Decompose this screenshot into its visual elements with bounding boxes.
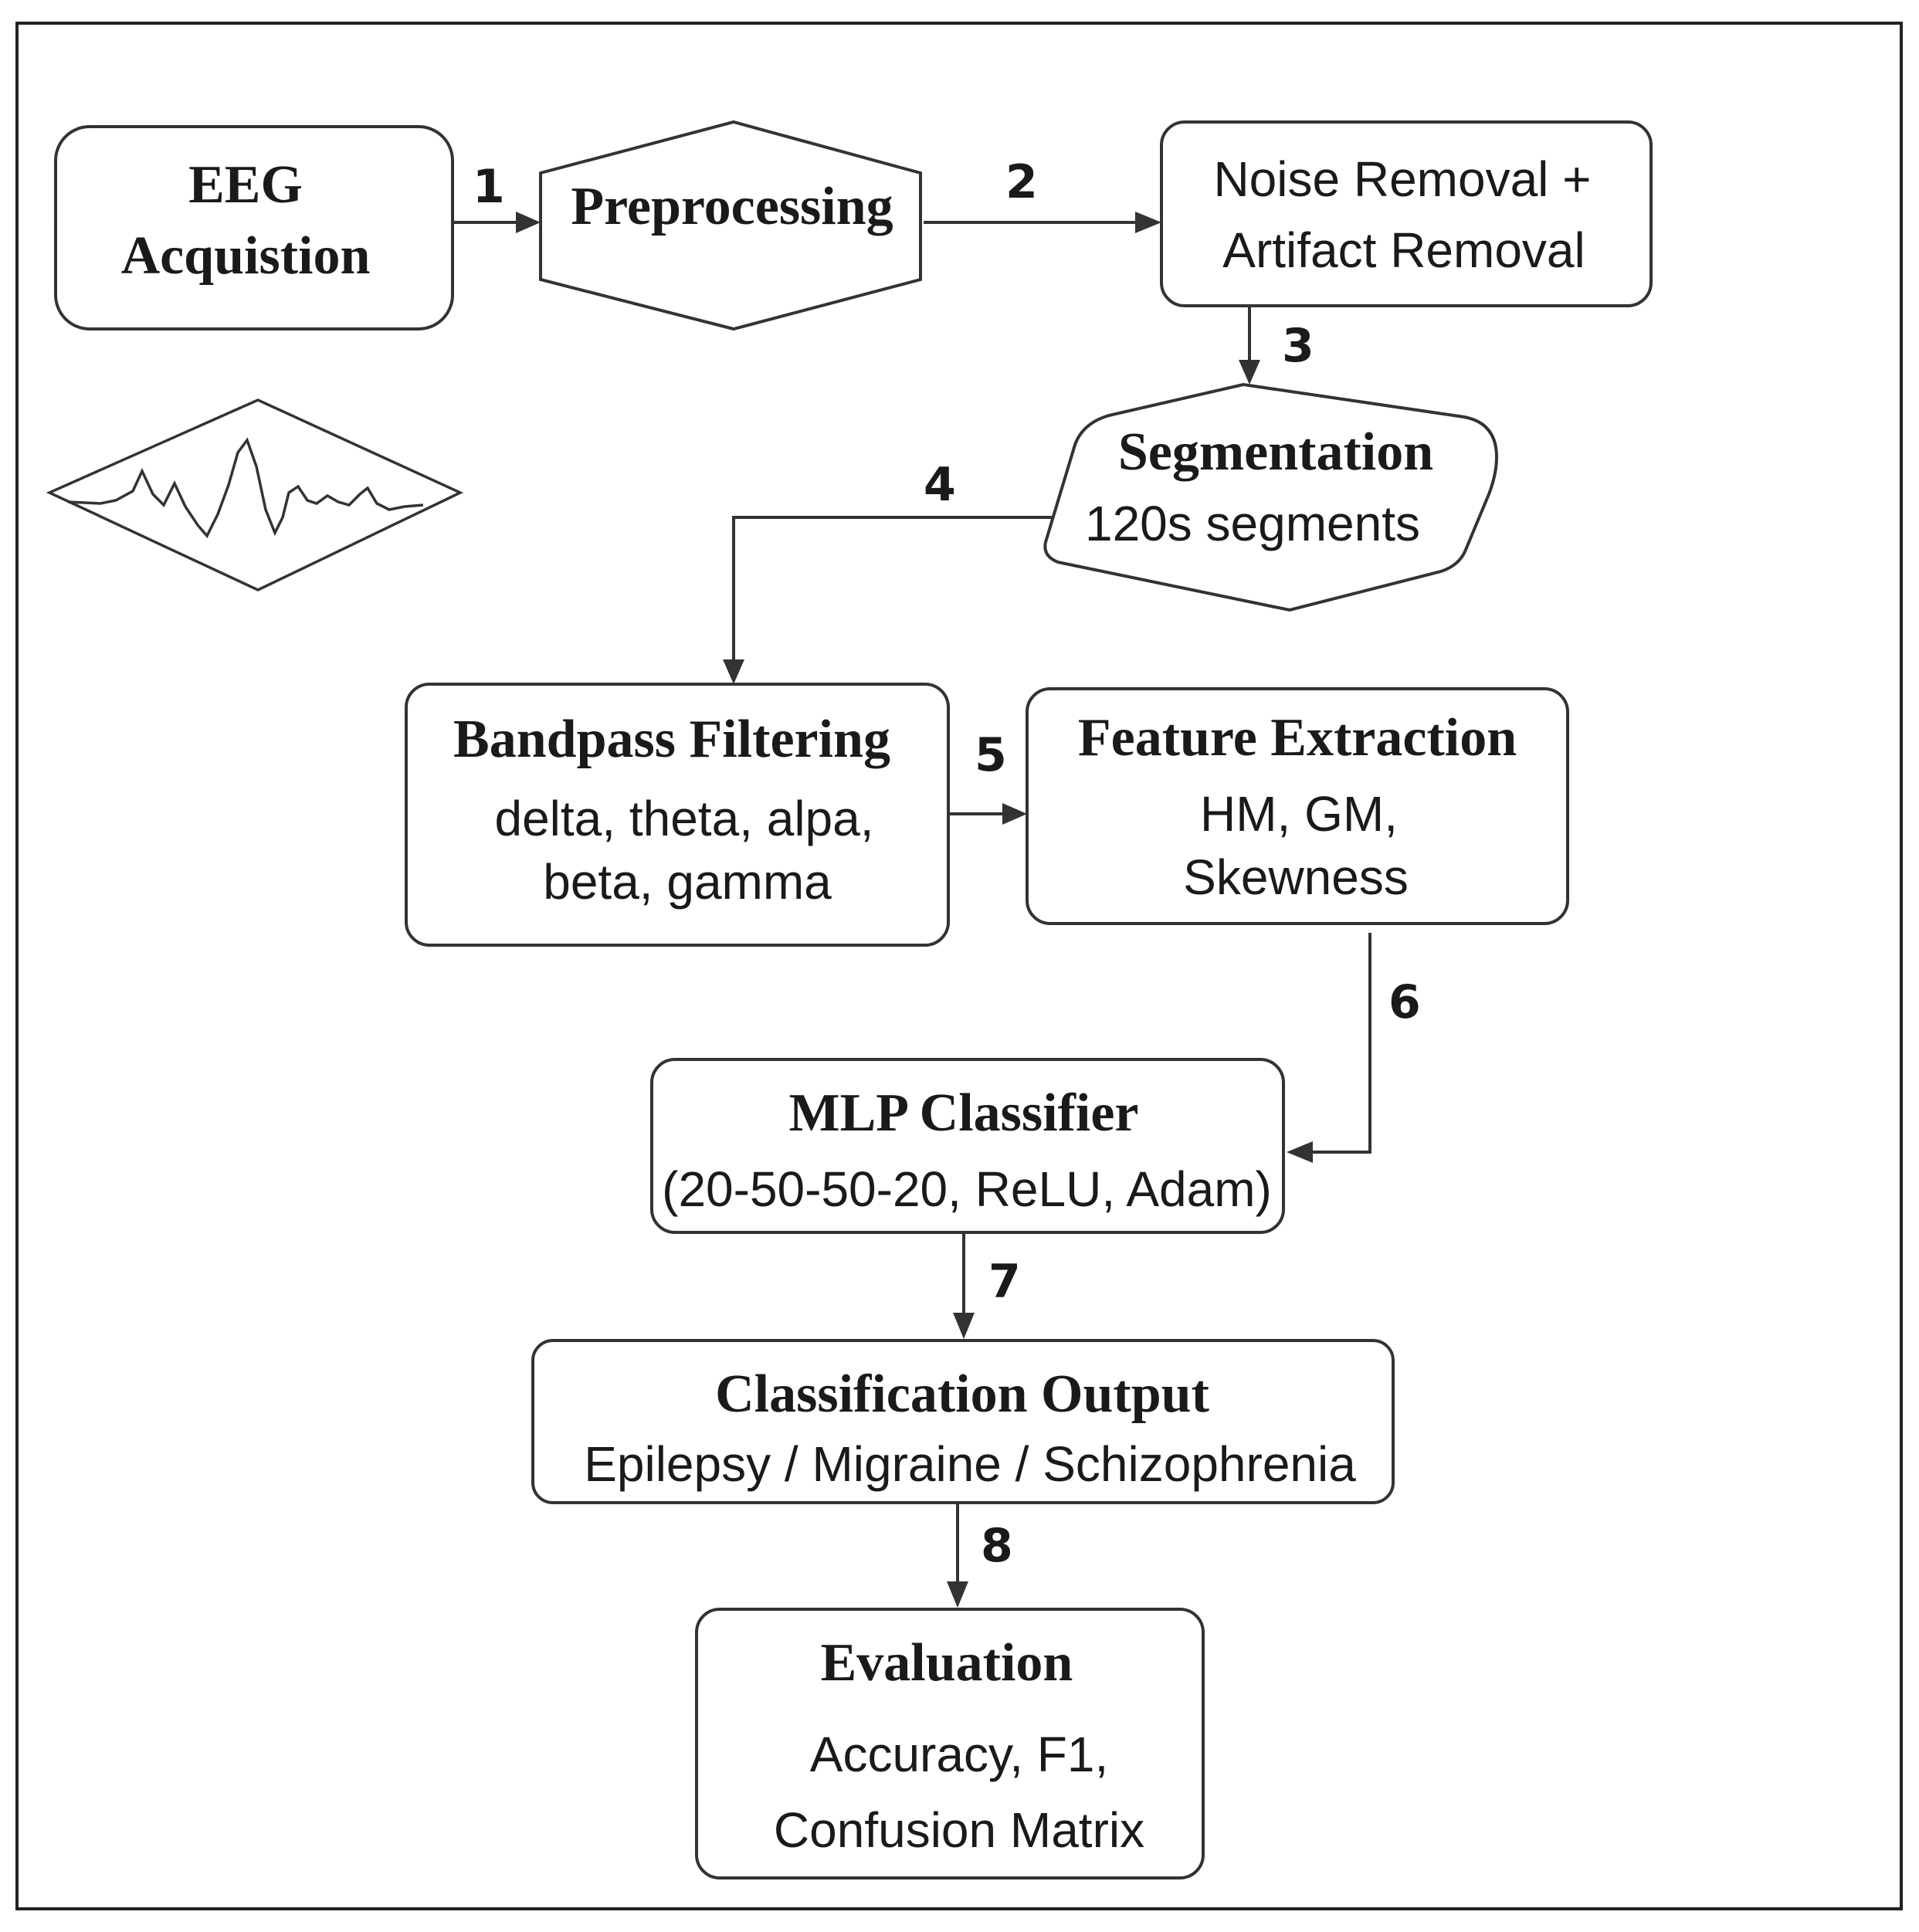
- segmentation-title: Segmentation: [1118, 422, 1433, 482]
- connectors: [454, 212, 1371, 1608]
- step-label-8: 8: [981, 1519, 1013, 1573]
- step-labels: 1 2 3 4 5 6 7 8: [473, 155, 1421, 1573]
- classification-output-body: Epilepsy / Migraine / Schizophrenia: [584, 1436, 1356, 1492]
- noise-removal-line-1: Noise Removal +: [1213, 151, 1591, 207]
- preprocessing-hexagon: [539, 120, 922, 331]
- noise-removal-line-2: Artifact Removal: [1222, 222, 1585, 278]
- step-label-3: 3: [1282, 319, 1314, 373]
- node-bandpass-filtering: Bandpass Filtering delta, theta, alpa, b…: [405, 683, 950, 947]
- preprocessing-title: Preprocessing: [571, 177, 893, 236]
- arrow-7-head: [953, 1313, 975, 1339]
- mlp-classifier-body: (20-50-50-20, ReLU, Adam): [662, 1161, 1272, 1217]
- noise-removal-box: [1160, 120, 1653, 307]
- arrow-5-head: [1002, 803, 1027, 825]
- evaluation-body-line-1: Accuracy, F1,: [810, 1727, 1108, 1782]
- arrow-6: [1313, 933, 1371, 1154]
- bandpass-filtering-box: [405, 683, 950, 947]
- arrow-3-head: [1239, 360, 1260, 385]
- evaluation-title: Evaluation: [821, 1633, 1073, 1693]
- waveform-diamond: [46, 398, 464, 591]
- evaluation-body-line-2: Confusion Matrix: [774, 1802, 1144, 1858]
- eeg-acquisition-title-line-2: Acquistion: [121, 226, 371, 286]
- node-classification-output: Classification Output Epilepsy / Migrain…: [531, 1339, 1395, 1504]
- node-noise-removal: Noise Removal + Artifact Removal: [1160, 120, 1653, 307]
- feature-extraction-box: [1026, 687, 1569, 925]
- feature-extraction-title: Feature Extraction: [1078, 708, 1517, 768]
- arrow-4-head: [723, 659, 744, 684]
- eeg-waveform-icon: [46, 398, 464, 591]
- bandpass-filtering-body-line-2: beta, gamma: [543, 854, 832, 910]
- arrow-6-head: [1287, 1141, 1313, 1163]
- classification-output-box: [531, 1339, 1395, 1504]
- evaluation-box: [695, 1608, 1205, 1879]
- node-eeg-acquisition: EEG Acquistion: [54, 125, 454, 330]
- eeg-acquisition-title-line-1: EEG: [188, 155, 303, 215]
- outer-frame: [15, 22, 1903, 1910]
- bandpass-filtering-body-line-1: delta, theta, alpa,: [494, 791, 873, 846]
- step-label-5: 5: [975, 728, 1007, 782]
- waveform-trace: [67, 437, 424, 539]
- feature-extraction-body-line-1: HM, GM,: [1200, 786, 1398, 842]
- arrow-4: [732, 516, 1052, 659]
- step-label-6: 6: [1388, 975, 1421, 1029]
- step-label-1: 1: [473, 160, 505, 214]
- segmentation-hexagon: [1043, 382, 1499, 612]
- node-mlp-classifier: MLP Classifier (20-50-50-20, ReLU, Adam): [650, 1058, 1285, 1234]
- arrow-8-head: [947, 1581, 968, 1608]
- eeg-acquisition-box: [54, 125, 454, 330]
- node-segmentation: Segmentation 120s segments: [1043, 382, 1499, 612]
- classification-output-title: Classification Output: [715, 1364, 1209, 1424]
- node-feature-extraction: Feature Extraction HM, GM, Skewness: [1026, 687, 1569, 925]
- node-evaluation: Evaluation Accuracy, F1, Confusion Matri…: [695, 1608, 1205, 1879]
- feature-extraction-body-line-2: Skewness: [1183, 849, 1409, 905]
- node-preprocessing: Preprocessing: [539, 120, 922, 331]
- mlp-classifier-title: MLP Classifier: [789, 1083, 1139, 1143]
- step-label-2: 2: [1005, 155, 1038, 209]
- mlp-classifier-box: [650, 1058, 1285, 1234]
- step-label-4: 4: [924, 458, 956, 512]
- segmentation-body: 120s segments: [1085, 496, 1420, 551]
- arrow-2-head: [1135, 212, 1161, 233]
- arrow-1-head: [516, 212, 541, 233]
- step-label-7: 7: [988, 1255, 1021, 1309]
- bandpass-filtering-title: Bandpass Filtering: [453, 710, 890, 769]
